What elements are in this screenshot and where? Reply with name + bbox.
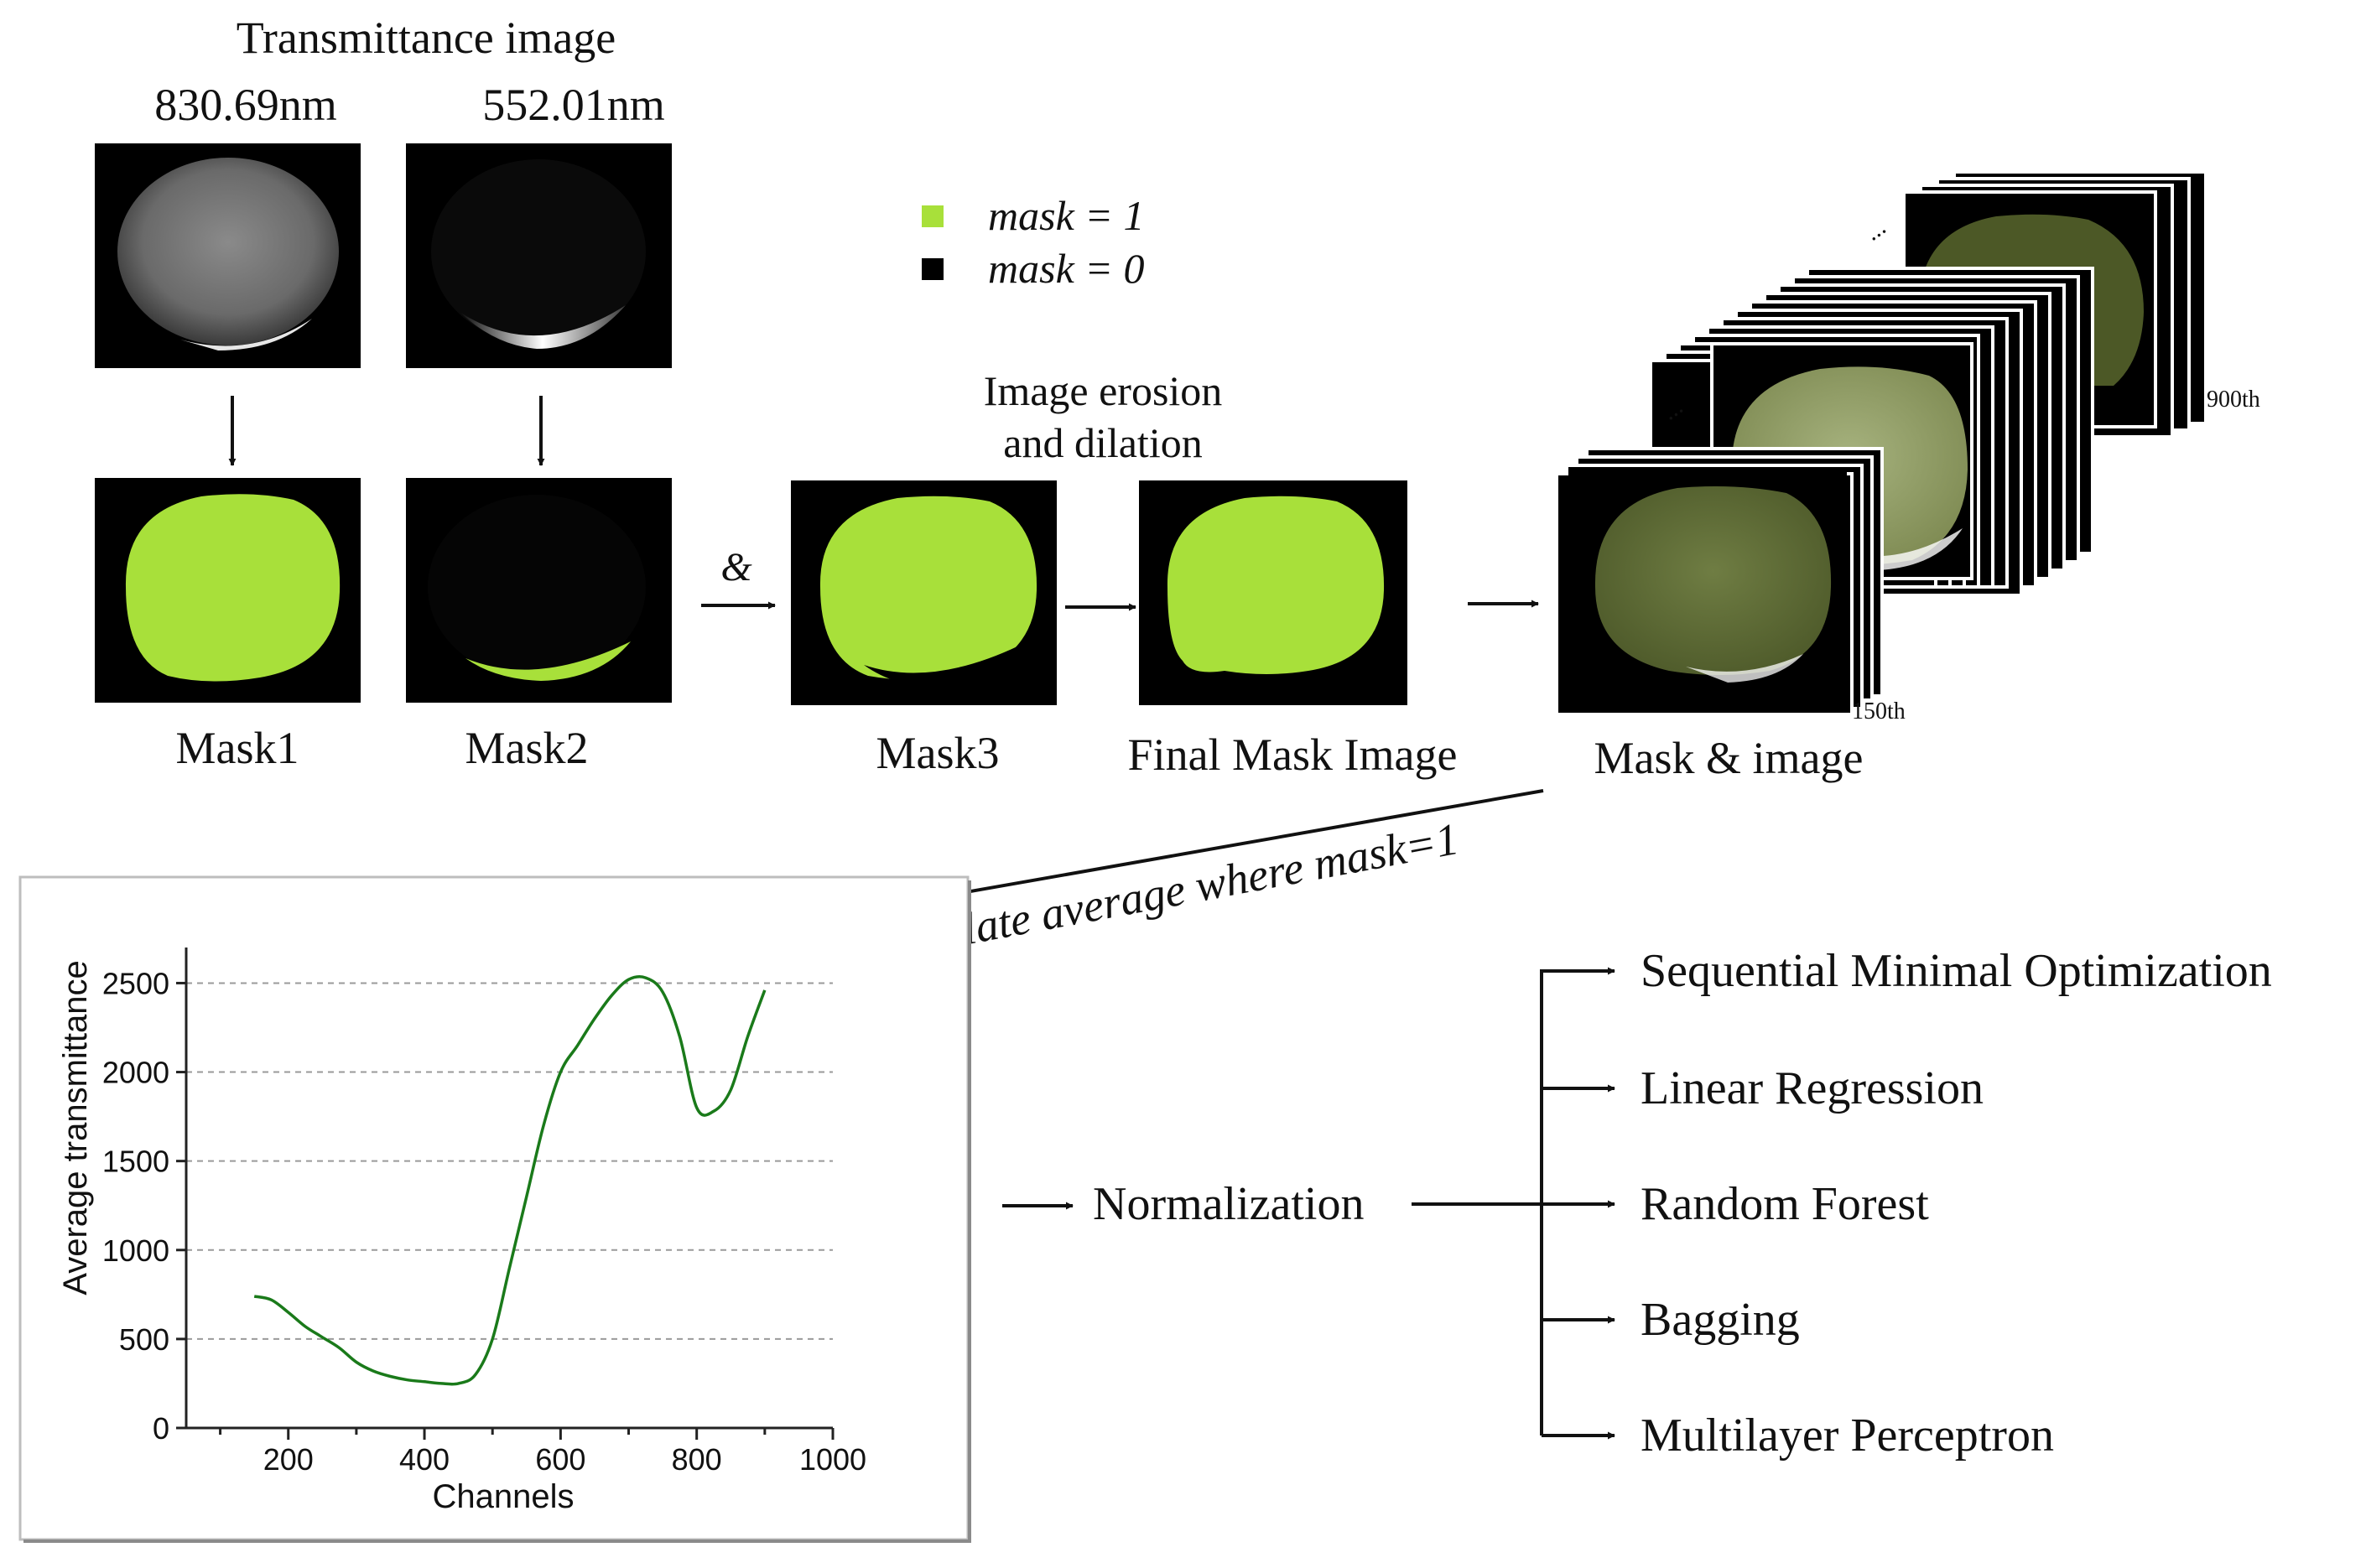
- chart-x-tick-label: 800: [672, 1442, 722, 1477]
- mask-one-swatch: [922, 205, 944, 227]
- and-operator: &: [720, 545, 752, 589]
- normalization-label: Normalization: [1093, 1178, 1364, 1230]
- model-label: Bagging: [1641, 1294, 1800, 1346]
- chart-y-tick-label: 500: [119, 1322, 169, 1357]
- final-mask-label: Final Mask Image: [1128, 729, 1458, 780]
- chart-y-tick-label: 1000: [102, 1233, 169, 1268]
- chart-y-tick-label: 2000: [102, 1056, 169, 1090]
- mask3-image: [791, 480, 1057, 705]
- chart-x-tick-label: 400: [399, 1442, 450, 1477]
- masked-image-stack: [1555, 170, 2207, 716]
- spectrum-chart: 0 500 1000 1500 2000 2500 200 400 600 800 1000 Ch…: [18, 875, 971, 1543]
- mask-and-image-label: Mask & image: [1594, 733, 1864, 783]
- chart-x-ticks: 200 400 600 800 1000: [219, 1428, 866, 1477]
- mask-legend: mask = 1 mask = 0: [922, 192, 1145, 292]
- chart-y-tick-label: 0: [153, 1411, 169, 1446]
- stack-last-label: 900th: [2207, 387, 2260, 413]
- transmittance-image-552: [406, 143, 672, 368]
- mask1-image: [95, 478, 361, 703]
- mask2-image: [406, 478, 672, 703]
- chart-y-ticks: 0 500 1000 1500 2000 2500: [102, 966, 186, 1446]
- chart-x-axis-label: Channels: [432, 1478, 574, 1515]
- stack-first-label: 150th: [1852, 698, 1906, 724]
- model-label: Multilayer Perceptron: [1641, 1410, 2054, 1462]
- chart-y-tick-label: 2500: [102, 966, 169, 1000]
- transmittance-image-830: [95, 143, 361, 368]
- chart-gridlines: [186, 982, 833, 1340]
- stack-group-150th: [1555, 447, 1884, 716]
- model-label: Sequential Minimal Optimization: [1641, 945, 2272, 997]
- mask3-label: Mask3: [876, 728, 1000, 778]
- chart-x-tick-label: 200: [263, 1442, 314, 1477]
- wavelength-552-label: 552.01nm: [482, 80, 665, 130]
- mask1-label: Mask1: [176, 723, 299, 773]
- chart-x-tick-label: 1000: [799, 1442, 866, 1477]
- mask-zero-swatch: [922, 258, 944, 280]
- chart-y-tick-label: 1500: [102, 1145, 169, 1179]
- mask2-label: Mask2: [465, 723, 589, 773]
- wavelength-830-label: 830.69nm: [154, 80, 337, 130]
- erosion-label-line1: Image erosion: [984, 367, 1223, 414]
- final-mask-image: [1139, 480, 1407, 705]
- model-label: Random Forest: [1641, 1178, 1929, 1230]
- mask-one-label: mask = 1: [988, 192, 1145, 239]
- chart-y-axis-label: Average transmittance: [57, 960, 94, 1295]
- erosion-label-line2: and dilation: [1003, 419, 1202, 466]
- chart-series-line: [253, 974, 767, 1386]
- chart-x-tick-label: 600: [535, 1442, 585, 1477]
- model-label: Linear Regression: [1641, 1062, 1984, 1114]
- transmittance-title: Transmittance image: [237, 13, 616, 63]
- ellipsis-top: ...: [1859, 213, 1890, 247]
- mask-zero-label: mask = 0: [988, 245, 1145, 292]
